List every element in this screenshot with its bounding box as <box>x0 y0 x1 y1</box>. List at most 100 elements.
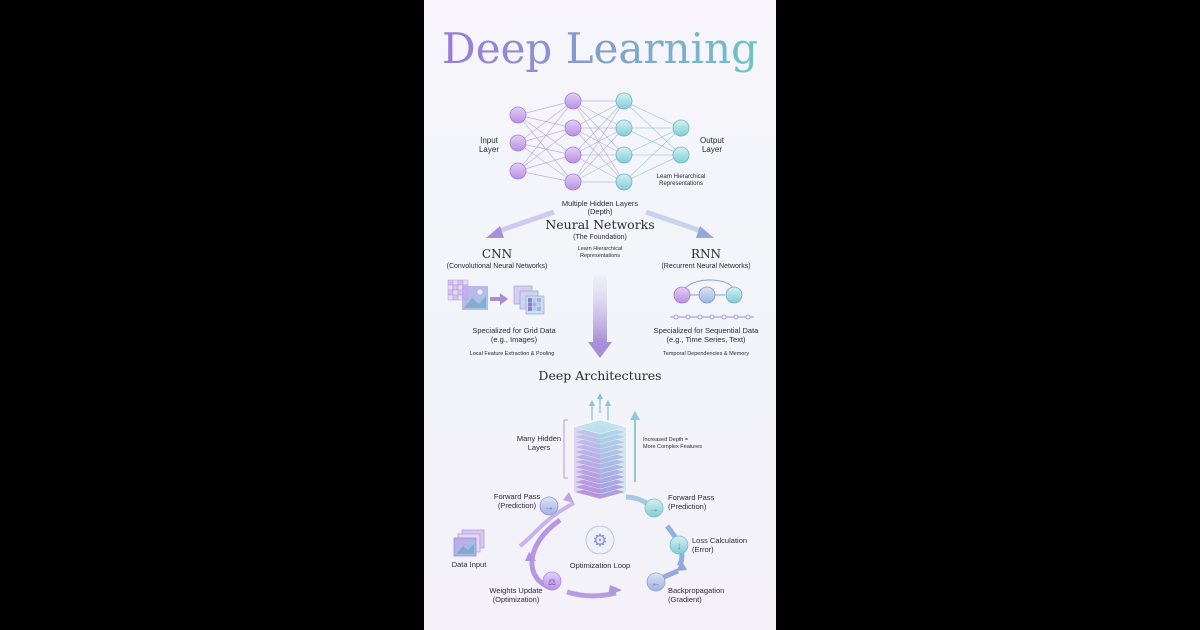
layer-stack <box>572 419 628 500</box>
hidden-layers-label-2: (Depth) <box>587 207 613 216</box>
cnn-grid-cell <box>457 279 464 286</box>
center-arrow-shaft <box>593 276 607 342</box>
rnn-sequence-dot <box>673 314 679 320</box>
cnn-map-cell <box>532 302 537 307</box>
network-connection <box>517 114 574 156</box>
output-layer-label-2: Layer <box>702 145 722 154</box>
cnn-note: Local Feature Extraction & Pooling <box>470 351 555 357</box>
forward-left-1: Forward Pass <box>494 492 541 501</box>
rnn-desc-1: Specialized for Sequential Data <box>654 326 759 335</box>
optimization-loop-label: Optimization Loop <box>570 561 630 570</box>
scale-icon: ⚖ <box>548 577 556 587</box>
network-connection <box>623 154 682 183</box>
neural-networks-subheading: (The Foundation) <box>573 234 627 241</box>
increased-depth-1: Increased Depth = <box>643 437 688 443</box>
cnn-map-cell <box>537 298 541 302</box>
rnn-sequence-dot <box>721 314 727 320</box>
cnn-grid-cell <box>452 284 459 291</box>
neural-networks-heading: Neural Networks <box>545 217 654 232</box>
branch-arrows <box>486 209 714 358</box>
cnn-grid-cell <box>452 289 459 296</box>
forward-right-node: → <box>644 498 664 518</box>
network-node <box>564 146 582 164</box>
cnn-arrow-icon <box>490 293 508 305</box>
rnn-note: Temporal Dependencies & Memory <box>663 351 749 357</box>
output-layer-label-1: Output <box>700 136 725 145</box>
loss-node: ↓ <box>669 535 689 555</box>
network-connection <box>572 100 625 156</box>
forward-right-1: Forward Pass <box>668 493 715 502</box>
learn-label-1: Learn Hierarchical <box>657 174 706 180</box>
cnn-desc-1: Specialized for Grid Data <box>472 326 556 335</box>
data-input-icon <box>453 529 485 557</box>
rnn-sequence-dot <box>709 314 715 320</box>
deep-architectures-heading: Deep Architectures <box>538 368 661 383</box>
learn-label-2: Representations <box>659 181 703 187</box>
network-node <box>615 173 633 191</box>
network-node <box>564 173 582 191</box>
network-connection <box>517 100 574 144</box>
rnn-sequence-dot <box>685 314 691 320</box>
neural-subnote-1: Learn Hierarchical <box>578 246 623 252</box>
network-connection <box>572 154 625 183</box>
loop-segment-input <box>518 501 575 548</box>
many-hidden-2: Layers <box>528 443 551 452</box>
backprop-label-2: (Gradient) <box>668 595 702 604</box>
cnn-grid-cell <box>447 289 454 296</box>
network-node <box>564 92 582 110</box>
network-nodes <box>509 92 690 191</box>
weights-label-2: (Optimization) <box>493 595 540 604</box>
cnn-map-cell <box>532 298 537 302</box>
cnn-feature-maps <box>513 285 545 315</box>
center-arrow-head <box>588 342 612 358</box>
network-node <box>509 162 527 180</box>
input-layer-label-2: Layer <box>479 145 499 154</box>
infographic-panel: Deep Learning Input Layer Output Layer L… <box>424 0 776 630</box>
weights-node: ⚖ <box>542 571 562 591</box>
page-title: Deep Learning <box>442 24 758 73</box>
up-arrow-head <box>589 400 595 406</box>
network-connection <box>623 127 682 156</box>
cnn-grid-cell <box>462 279 469 286</box>
infographic-svg: Deep Learning Input Layer Output Layer L… <box>442 24 759 604</box>
cnn-heading: CNN <box>482 247 512 261</box>
right-arrow-head <box>696 226 714 238</box>
rnn-heading: RNN <box>691 247 721 261</box>
stack-side <box>574 427 600 499</box>
gear-icon-bg <box>585 525 615 555</box>
network-connection <box>517 100 574 116</box>
backprop-node: ← <box>646 572 666 592</box>
network-connection <box>517 114 574 129</box>
cnn-icon <box>447 279 545 315</box>
rnn-node <box>673 286 691 304</box>
stack-side <box>600 427 626 499</box>
forward-left-2: (Prediction) <box>498 501 537 510</box>
network-connection <box>572 100 625 183</box>
network-node <box>615 92 633 110</box>
gear-icon: ⚙ <box>592 531 607 550</box>
arrow-left-icon: ← <box>651 578 661 589</box>
network-connection <box>517 142 574 156</box>
network-connection <box>572 100 625 129</box>
loss-label-2: (Error) <box>692 545 714 554</box>
network-connection <box>623 100 682 129</box>
rnn-desc-2: (e.g., Time Series, Text) <box>666 335 746 344</box>
cnn-map-cell <box>528 307 532 311</box>
up-arrow-head <box>605 400 611 406</box>
network-connection <box>517 114 574 183</box>
stack-layer <box>572 419 628 435</box>
stack-up-arrows <box>589 393 611 420</box>
optimization-center: ⚙ <box>585 525 615 555</box>
network-connection <box>517 170 574 183</box>
rnn-subheading: (Recurrent Neural Networks) <box>661 263 750 270</box>
rnn-sequence-dots <box>673 314 751 320</box>
rnn-icon <box>670 279 754 320</box>
left-arrow-head <box>486 226 504 238</box>
rnn-sequence-dot <box>733 314 739 320</box>
rnn-node <box>725 286 743 304</box>
network-node <box>564 119 582 137</box>
data-input-label: Data Input <box>452 560 488 569</box>
cnn-map-cell <box>537 307 541 311</box>
arrow-right-icon: → <box>649 504 659 515</box>
network-connections <box>517 100 682 183</box>
